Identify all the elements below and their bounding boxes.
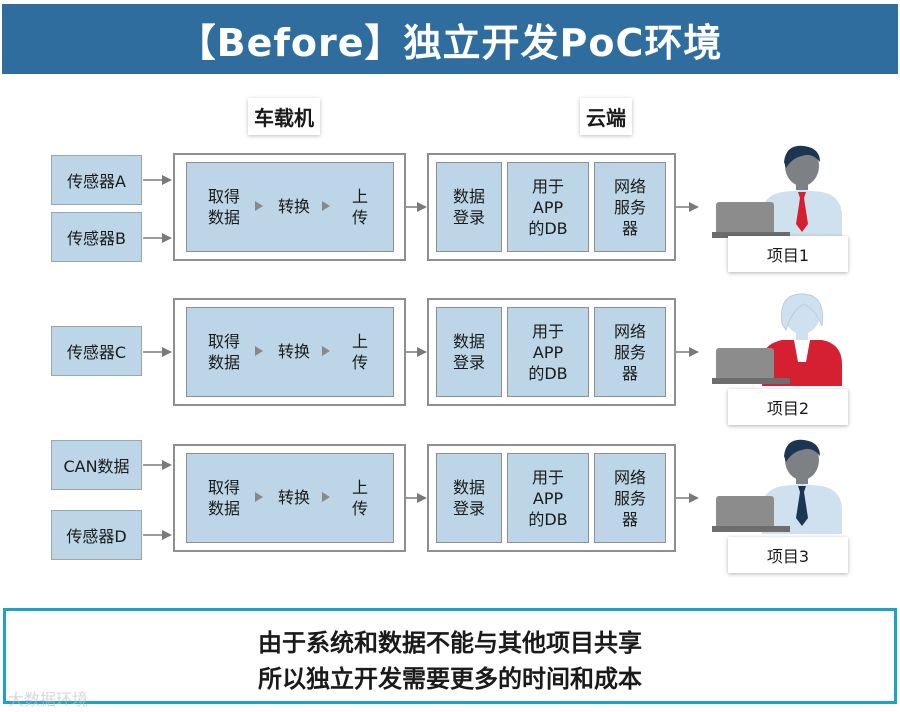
step-arrow bbox=[255, 346, 263, 356]
source-sensor-d: 传感器D bbox=[51, 510, 142, 560]
vehicle-inner-3 bbox=[186, 453, 394, 543]
step-acquire: 取得数据 bbox=[207, 478, 240, 518]
step-arrow bbox=[255, 201, 263, 211]
source-can-data: CAN数据 bbox=[51, 440, 142, 490]
person-female-icon bbox=[712, 293, 842, 386]
project-label-2: 项目2 bbox=[728, 389, 848, 425]
step-arrow bbox=[322, 201, 330, 211]
cell-web-server: 网络服务器 bbox=[594, 453, 666, 543]
cell-data-register: 数据登录 bbox=[436, 162, 502, 252]
step-convert: 转换 bbox=[277, 342, 310, 361]
step-arrow bbox=[255, 492, 263, 502]
step-convert: 转换 bbox=[277, 488, 310, 507]
vehicle-inner-1 bbox=[186, 162, 394, 252]
title-bar: 【Before】独立开发PoC环境 bbox=[2, 4, 898, 74]
step-acquire: 取得数据 bbox=[207, 332, 240, 372]
header-cloud: 云端 bbox=[580, 98, 632, 135]
footer-box: 由于系统和数据不能与其他项目共享 所以独立开发需要更多的时间和成本 bbox=[3, 608, 897, 704]
cell-web-server: 网络服务器 bbox=[594, 162, 666, 252]
step-acquire: 取得数据 bbox=[207, 187, 240, 227]
header-vehicle: 车载机 bbox=[248, 98, 320, 135]
footer-line-2: 所以独立开发需要更多的时间和成本 bbox=[258, 665, 642, 693]
step-upload: 上传 bbox=[351, 187, 368, 227]
source-sensor-a: 传感器A bbox=[51, 155, 142, 205]
vehicle-inner-2 bbox=[186, 307, 394, 397]
cell-data-register: 数据登录 bbox=[436, 453, 502, 543]
page-title: 【Before】独立开发PoC环境 bbox=[177, 20, 723, 65]
step-upload: 上传 bbox=[351, 332, 368, 372]
watermark: 大数据环境 bbox=[8, 690, 89, 709]
source-sensor-c: 传感器C bbox=[51, 326, 142, 376]
person-male-icon bbox=[712, 439, 842, 534]
step-arrow bbox=[322, 492, 330, 502]
person-male-icon bbox=[712, 145, 842, 240]
project-label-1: 项目1 bbox=[728, 236, 848, 272]
source-sensor-b: 传感器B bbox=[51, 212, 142, 262]
step-arrow bbox=[322, 346, 330, 356]
cell-data-register: 数据登录 bbox=[436, 307, 502, 397]
cell-web-server: 网络服务器 bbox=[594, 307, 666, 397]
project-label-3: 项目3 bbox=[728, 537, 848, 573]
step-convert: 转换 bbox=[277, 197, 310, 216]
step-upload: 上传 bbox=[351, 478, 368, 518]
footer-line-1: 由于系统和数据不能与其他项目共享 bbox=[258, 629, 642, 657]
